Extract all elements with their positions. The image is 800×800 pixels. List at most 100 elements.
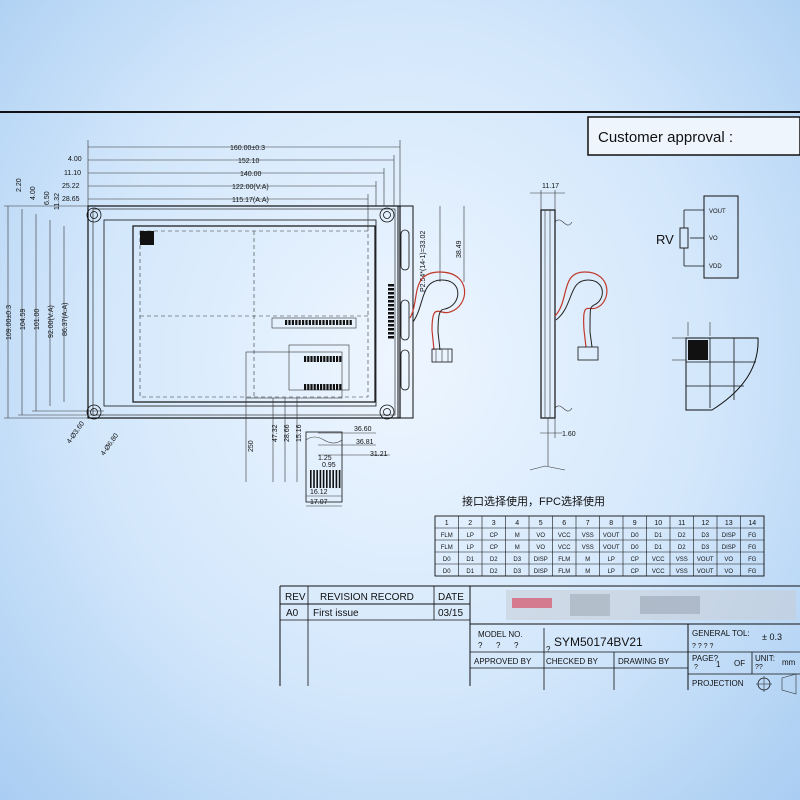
pin-table-cell: CP bbox=[490, 545, 498, 551]
dim-width-aa: 115.17(A.A) bbox=[232, 197, 269, 204]
connector-pin bbox=[388, 324, 394, 327]
cable-front bbox=[409, 271, 466, 363]
dim-top-1: 2.20 bbox=[16, 178, 23, 192]
general-tol-value: ± 0.3 bbox=[762, 632, 782, 642]
pin-table-header-cell: 7 bbox=[586, 520, 590, 527]
pin-table-header-cell: 5 bbox=[539, 520, 543, 527]
chip-pad bbox=[326, 356, 329, 362]
dim-pitch: P2.54*(14-1)=33.02 bbox=[420, 231, 427, 292]
pin-table-cell: D1 bbox=[654, 545, 662, 551]
pin-table-cell: D2 bbox=[490, 569, 498, 575]
header-pin bbox=[305, 320, 308, 325]
header-pin bbox=[319, 320, 322, 325]
fpc-pad bbox=[338, 470, 341, 488]
pin-table-cell: VOUT bbox=[697, 557, 714, 563]
pin-table-cell: VSS bbox=[676, 569, 688, 575]
chip-pad bbox=[329, 384, 332, 390]
dim-width-2: 140.00 bbox=[240, 171, 262, 178]
header-pin bbox=[308, 320, 311, 325]
dim-top-2: 4.00 bbox=[30, 186, 37, 200]
header-pin bbox=[349, 320, 352, 325]
pin-table-header-cell: 13 bbox=[725, 520, 733, 527]
fpc-pad bbox=[310, 470, 312, 488]
page-value: 1 bbox=[716, 660, 721, 669]
header-pin bbox=[322, 320, 325, 325]
header-pin bbox=[342, 320, 345, 325]
model-q1: ? bbox=[478, 641, 483, 650]
pin-table-header-cell: 2 bbox=[468, 520, 472, 527]
connector-pin bbox=[388, 332, 394, 335]
page-label: PAGE? bbox=[692, 654, 719, 663]
circuit-rv: RV bbox=[656, 232, 674, 247]
dim-width-1: 152.10 bbox=[238, 158, 260, 165]
pin-table-cell: D0 bbox=[631, 545, 639, 551]
dim-offset-1: 4.00 bbox=[68, 156, 82, 163]
pin-table-cell: VCC bbox=[558, 533, 571, 539]
unit-q: ?? bbox=[755, 664, 763, 671]
connector-pin bbox=[388, 316, 394, 319]
pin-table-cell: VCC bbox=[652, 557, 665, 563]
chip-pad bbox=[323, 356, 326, 362]
chip-pad bbox=[332, 384, 335, 390]
chip-pad bbox=[304, 384, 307, 390]
model-no-value: SYM50174BV21 bbox=[554, 635, 643, 649]
side-profile bbox=[540, 209, 556, 419]
model-q3: ? bbox=[514, 641, 519, 650]
pin-table-cell: D1 bbox=[466, 569, 474, 575]
pin-table-cell: FLM bbox=[441, 545, 453, 551]
pin-header bbox=[285, 320, 352, 325]
dim-16-12: 16.12 bbox=[310, 489, 328, 496]
pin-table-cell: D1 bbox=[654, 533, 662, 539]
chip-pad bbox=[323, 384, 326, 390]
chip-pad bbox=[320, 384, 323, 390]
header-pin bbox=[329, 320, 332, 325]
unit-value: mm bbox=[782, 658, 796, 667]
pin-table-cell: VO bbox=[724, 569, 733, 575]
pin-table-cell: VSS bbox=[582, 533, 594, 539]
header-pin bbox=[285, 320, 288, 325]
projection-label: PROJECTION bbox=[692, 679, 744, 688]
of-label: OF bbox=[734, 659, 745, 668]
connector-pin bbox=[388, 320, 394, 323]
pixel-dot bbox=[688, 340, 708, 360]
front-view bbox=[86, 205, 414, 503]
pin-table-cell: D0 bbox=[631, 533, 639, 539]
pin-table-cell: VO bbox=[536, 545, 545, 551]
pin-table-cell: M bbox=[515, 545, 520, 551]
connector-pin bbox=[388, 336, 394, 339]
pin-table-cell: FG bbox=[748, 545, 757, 551]
chip-pad bbox=[336, 356, 339, 362]
dim-height-2: 101.00 bbox=[34, 308, 41, 330]
dim-28-66: 28.66 bbox=[284, 424, 291, 442]
chip-pad bbox=[329, 356, 332, 362]
header-pin bbox=[336, 320, 339, 325]
mounting-holes bbox=[86, 207, 395, 420]
chip-pad bbox=[339, 356, 342, 362]
contrast-circuit: VOUT VO VDD RV bbox=[656, 195, 739, 279]
header-pin bbox=[325, 320, 328, 325]
unit-label: UNIT: bbox=[755, 654, 775, 663]
pin-table-cell: VCC bbox=[558, 545, 571, 551]
connector-pin bbox=[388, 284, 394, 287]
fpc-tail bbox=[305, 431, 343, 503]
page-q: ? bbox=[694, 664, 698, 671]
header-pin bbox=[315, 320, 318, 325]
dimension-labels: 160.00±0.3 4.00 152.10 11.10 140.00 25.2… bbox=[6, 145, 463, 506]
pin-table-cell: M bbox=[585, 557, 590, 563]
header-pin bbox=[346, 320, 349, 325]
dim-side-thickness: 11.17 bbox=[542, 183, 559, 190]
pin-table-cell: DISP bbox=[722, 545, 736, 551]
pin-table-header-cell: 4 bbox=[515, 520, 519, 527]
side-view: 11.17 1.60 bbox=[529, 183, 608, 471]
connector-pin bbox=[388, 328, 394, 331]
dim-side-bottom: 1.60 bbox=[562, 431, 576, 438]
pin-table-cell: D2 bbox=[490, 557, 498, 563]
model-q4: ? bbox=[546, 645, 551, 654]
chip-pads bbox=[304, 356, 342, 390]
pin-table-cell: CP bbox=[490, 533, 498, 539]
fpc-pad bbox=[319, 470, 322, 488]
dim-offset-3: 25.22 bbox=[62, 183, 80, 190]
pin-table-header-cell: 11 bbox=[678, 520, 685, 527]
projection-symbol bbox=[756, 673, 797, 695]
